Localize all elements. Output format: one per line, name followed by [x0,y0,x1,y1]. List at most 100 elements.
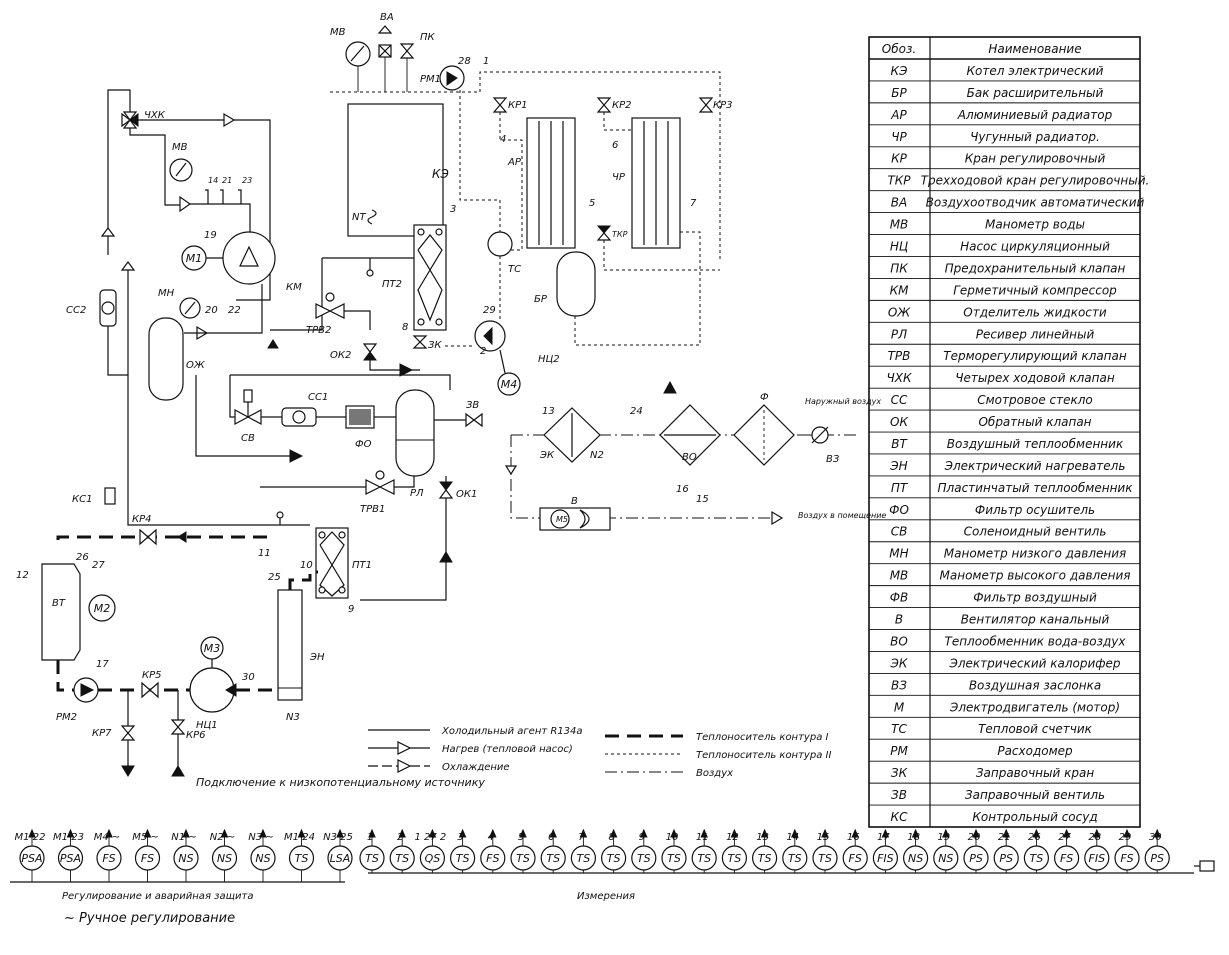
table-row-code: ТРВ [888,349,911,363]
instrument-symbol: LSA [330,852,351,865]
label-kr6: КР6 [186,730,206,741]
label-km: КМ [286,282,302,293]
plate-heat-exchanger-pt2 [413,224,447,331]
table-row-name: Заправочный вентиль [965,788,1105,802]
label-fo: ФО [355,439,372,450]
table-row-code: НЦ [890,239,908,253]
tag-11: 11 [258,548,271,559]
charging-valve-zv [465,412,483,428]
label-trv2: ТРВ2 [306,325,331,336]
label-v: В [571,496,578,507]
table-row-name: Алюминиевый радиатор [957,108,1113,122]
table-row-name: Электрический калорифер [948,656,1120,670]
instrument-symbol: FIS [1089,852,1106,865]
table-row-name: Вентилятор канальный [961,613,1110,627]
table-row-code: ОЖ [888,305,911,319]
valve-kr5 [141,681,159,699]
caption-manual: ~ Ручное регулирование [64,911,235,926]
heat-meter-ts [487,231,513,257]
valve-kr7 [120,725,136,741]
instrument-tag: M1 23 [53,832,84,843]
label-kr7: КР7 [92,728,112,739]
instrument-symbol: TS [818,852,832,865]
instrument-tag: 30 [1149,832,1162,843]
table-row-name: Кран регулировочный [965,152,1106,166]
tag-22: 22 [228,305,241,316]
air-damper-vz [811,426,829,444]
plate-heat-exchanger-pt1 [315,527,349,599]
tag-20: 20 [205,305,218,316]
instrument-symbol: TS [728,852,742,865]
instrument-symbol: TS [577,852,591,865]
table-row-name: Теплообменник вода-воздух [945,634,1127,648]
cast-iron-radiator-chr [631,117,681,249]
caption-control: Регулирование и аварийная защита [62,891,253,902]
four-way-valve-chhk [121,111,139,129]
manometer-mv-top [345,41,371,67]
label-m3: М3 [204,642,221,655]
table-row-name: Воздушная заслонка [969,678,1101,692]
table-row-code: ТС [891,722,907,736]
label-pt2: ПТ2 [382,279,402,290]
label-ek: ЭК [539,450,555,461]
instrument-tag: 17 [877,832,890,843]
instrument-terminal [1199,860,1215,872]
tag-21: 21 [222,176,232,185]
label-mv-left: МВ [172,142,188,153]
table-row-name: Герметичный компрессор [953,283,1117,297]
label-ke: КЭ [432,167,450,181]
ground-circuit: КС1 КР4 12 26 27 ВТ М2 17 РМ2 КР5 КР7 КР… [16,487,485,789]
instrument-symbol: PS [1150,852,1164,865]
label-sv: СВ [241,433,255,444]
instrument-symbol: FS [102,852,115,865]
instrument-tag: N2 ~ [210,832,235,843]
label-f: Ф [760,392,769,403]
label-ok2: ОК2 [330,350,351,361]
table-row-code: МВ [890,218,909,232]
instrument-tag: M1 24 [284,832,315,843]
tag-6: 6 [612,140,618,151]
tag-15: 15 [696,494,709,505]
label-rl: РЛ [410,488,424,499]
table-row-name: Заправочный кран [976,766,1095,780]
table-row-name: Манометр низкого давления [944,547,1126,561]
table-row-name: Манометр высокого давления [940,569,1131,583]
instrument-tag: M5 ~ [132,832,159,843]
caption-measure: Измерения [577,891,635,902]
tag-5: 5 [589,198,595,209]
table-row-code: В [895,613,903,627]
tag-28: 28 [458,56,471,67]
valve-kr4 [139,528,157,546]
table-row-code: ЧР [891,130,907,144]
table-row-code: МН [889,547,908,561]
table-row-name: Трехходовой кран регулировочный. [921,174,1150,188]
table-row-name: Расходомер [997,744,1073,758]
instrument-tag: M4 ~ [94,832,121,843]
label-zk-top: ЗК [428,340,442,351]
label-kr1: КР1 [508,100,528,111]
table-row-code: СС [891,393,908,407]
valve-kr1 [492,97,508,113]
instrument-tag: 4 [488,832,494,843]
table-row-name: Обратный клапан [978,415,1091,429]
table-row-code: ВА [891,196,907,210]
water-air-exchanger-vo [659,404,721,466]
instrument-symbol: FS [486,852,499,865]
instrument-tag: N3 25 [323,832,353,843]
table-row-name: Манометр воды [985,218,1085,232]
label-kr4: КР4 [132,514,152,525]
label-rm2: РМ2 [56,712,77,723]
label-rm1: РМ1 [420,74,441,85]
table-row-code: ПК [890,261,908,275]
label-chr: ЧР [612,172,626,183]
tag-10: 10 [300,560,313,571]
table-row-code: РМ [890,744,908,758]
label-pk: ПК [420,32,436,43]
tag-16: 16 [676,484,689,495]
table-row-code: ЭК [890,656,908,670]
heating-circuit: МВ ВА ПК РМ1 28 1 КЭ NT 3 КР1 КР2 КР3 [330,12,733,396]
instrument-symbol: NS [908,852,923,865]
instrument-symbol: TS [607,852,621,865]
label-kr2: КР2 [612,100,632,111]
